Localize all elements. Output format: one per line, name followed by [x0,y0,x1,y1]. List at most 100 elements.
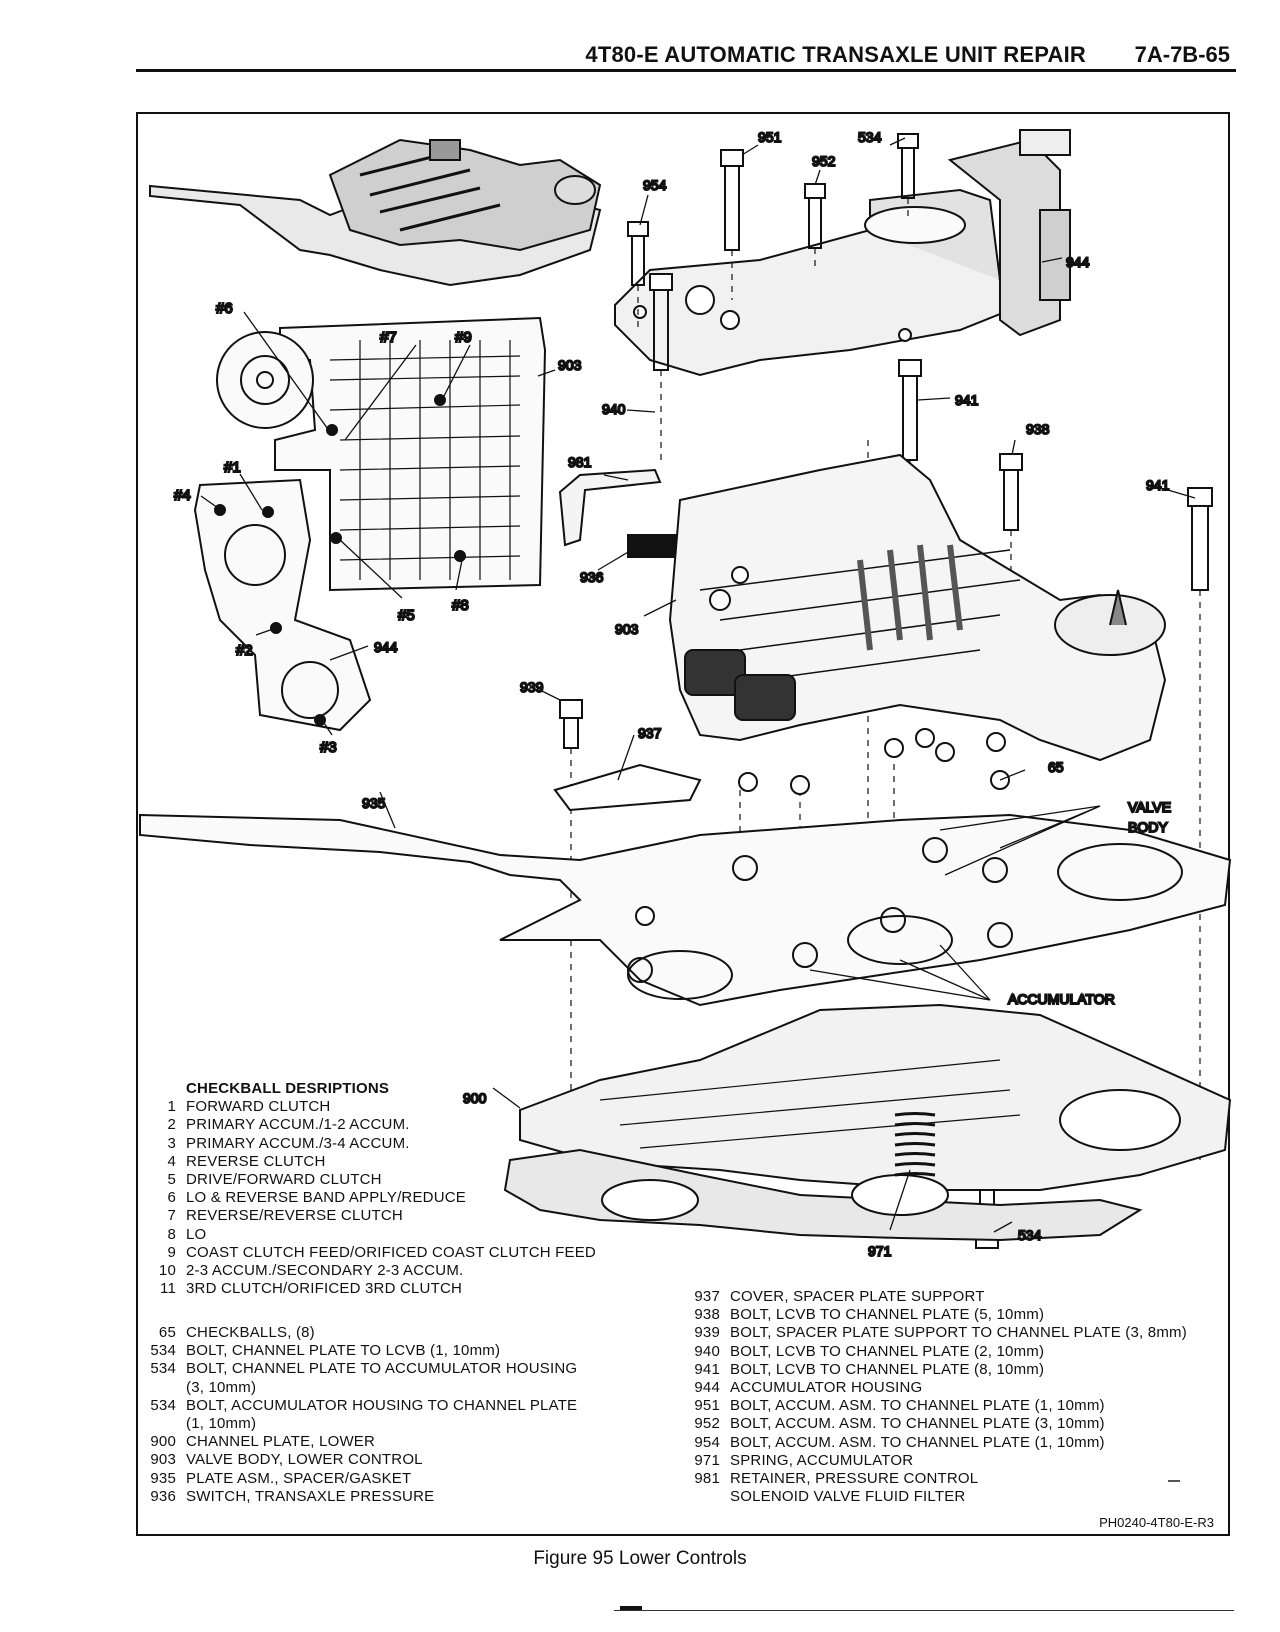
bolt-954 [627,221,649,286]
part-item-text: SWITCH, TRANSAXLE PRESSURE [186,1487,435,1505]
part-item-text: SPRING, ACCUMULATOR [730,1451,914,1469]
checkball-item-number: 4 [167,1152,176,1170]
part-item-text: BOLT, CHANNEL PLATE TO LCVB (1, 10mm) [186,1342,501,1360]
part-item-text: CHANNEL PLATE, LOWER [186,1433,376,1451]
part-item: SOLENOID VALVE FLUID FILTER [682,1488,1187,1506]
part-item-text: VALVE BODY, LOWER CONTROL [186,1451,423,1469]
footer-rule [614,1610,1234,1611]
part-item-number: 940 [694,1342,720,1360]
part-item-text: BOLT, CHANNEL PLATE TO ACCUMULATOR HOUSI… [186,1360,578,1378]
figure-frame: PH0240-4T80-E-R3 [136,112,1230,1536]
accumulator-gasket-944 [193,331,372,732]
part-item-text: CHECKBALLS, (8) [186,1324,315,1341]
part-item: 944 ACCUMULATOR HOUSING [682,1379,1187,1397]
part-item-number: 936 [150,1487,176,1505]
part-item-number [138,1379,186,1397]
footer-mark [620,1606,642,1610]
part-item-number: 944 [694,1379,720,1397]
part-item-number: 939 [694,1324,720,1342]
callout-903-center: 903 [615,621,639,637]
header-title: 4T80-E AUTOMATIC TRANSAXLE UNIT REPAIR [585,42,1086,67]
callout-hash3: #3 [320,739,337,756]
part-item-number [138,1415,186,1433]
callout-hash1: #1 [224,459,241,476]
checkball-item-text: REVERSE/REVERSE CLUTCH [186,1207,403,1225]
retainer-981 [558,468,662,547]
part-item: 534 BOLT, CHANNEL PLATE TO LCVB (1, 10mm) [138,1342,577,1360]
callout-939: 939 [520,679,544,695]
part-item-text: BOLT, LCVB TO CHANNEL PLATE (8, 10mm) [730,1360,1045,1378]
part-item-text: BOLT, ACCUMULATOR HOUSING TO CHANNEL PLA… [186,1396,578,1414]
callout-65: 65 [1048,759,1064,775]
part-item-text: BOLT, ACCUM. ASM. TO CHANNEL PLATE (3, 1… [730,1415,1105,1433]
part-item-number: 951 [694,1397,720,1415]
figure-code: PH0240-4T80-E-R3 [1099,1515,1214,1530]
channel-plate-900 [503,1003,1232,1242]
separator-plate-903 [274,316,547,592]
part-item: (3, 10mm) [138,1379,577,1397]
part-item-text: (3, 10mm) [186,1378,257,1396]
callout-hash2: #2 [236,642,253,659]
page-header: 4T80-E AUTOMATIC TRANSAXLE UNIT REPAIR 7… [136,40,1236,72]
part-item-number: 534 [150,1342,176,1360]
part-item-text: BOLT, LCVB TO CHANNEL PLATE (5, 10mm) [730,1306,1045,1324]
part-item-text: BOLT, ACCUM. ASM. TO CHANNEL PLATE (1, 1… [730,1433,1105,1451]
part-item-number [682,1488,730,1506]
bolt-941-center [898,359,922,461]
callout-hash4: #4 [174,487,191,504]
part-item-number: 952 [694,1415,720,1433]
part-item: (1, 10mm) [138,1415,577,1433]
callout-accumulator: ACCUMULATOR [1008,991,1115,1007]
checkball-item-number: 7 [167,1207,176,1225]
checkball-item-text: FORWARD CLUTCH [186,1098,331,1116]
callout-hash9: #9 [455,329,472,346]
checkball-item-number: 10 [158,1262,176,1280]
part-item-text: ACCUMULATOR HOUSING [730,1379,923,1397]
spring-971 [894,1112,936,1177]
checkball-item-number: 5 [167,1171,176,1189]
bolt-938 [999,453,1023,531]
checkball-item-text: LO & REVERSE BAND APPLY/REDUCE [186,1189,466,1207]
callout-hash7: #7 [380,329,397,346]
accumulator-housing-part [614,129,1071,377]
callout-body: BODY [1128,819,1168,835]
checkball-item-number: 8 [167,1225,176,1243]
bolt-939 [559,699,583,749]
checkball-item-text: COAST CLUTCH FEED/ORIFICED COAST CLUTCH … [186,1243,596,1261]
callout-900: 900 [463,1090,487,1106]
callout-534-top: 534 [858,129,882,145]
part-item-number: 534 [150,1396,176,1414]
part-item-number: 938 [694,1306,720,1324]
bolt-534-top [897,133,919,199]
part-item: 936 SWITCH, TRANSAXLE PRESSURE [138,1488,577,1506]
checkball-item-number: 9 [167,1243,176,1261]
callout-935: 935 [362,795,386,811]
callout-labels: 951 534 952 954 944 #6 #7 #9 903 940 941… [173,128,1172,1260]
header-rule [136,69,1236,72]
checkball-item-number: 6 [167,1189,176,1207]
callout-valve: VALVE [1128,799,1171,815]
callout-941-right: 941 [1146,477,1170,493]
callout-534-bottom: 534 [1018,1227,1042,1243]
callout-954: 954 [643,177,667,193]
valve-body-assembly-thumbnail [149,138,602,287]
checkball-item: 6 LO & REVERSE BAND APPLY/REDUCE [138,1189,596,1207]
checkball-item: 7 REVERSE/REVERSE CLUTCH [138,1207,596,1225]
